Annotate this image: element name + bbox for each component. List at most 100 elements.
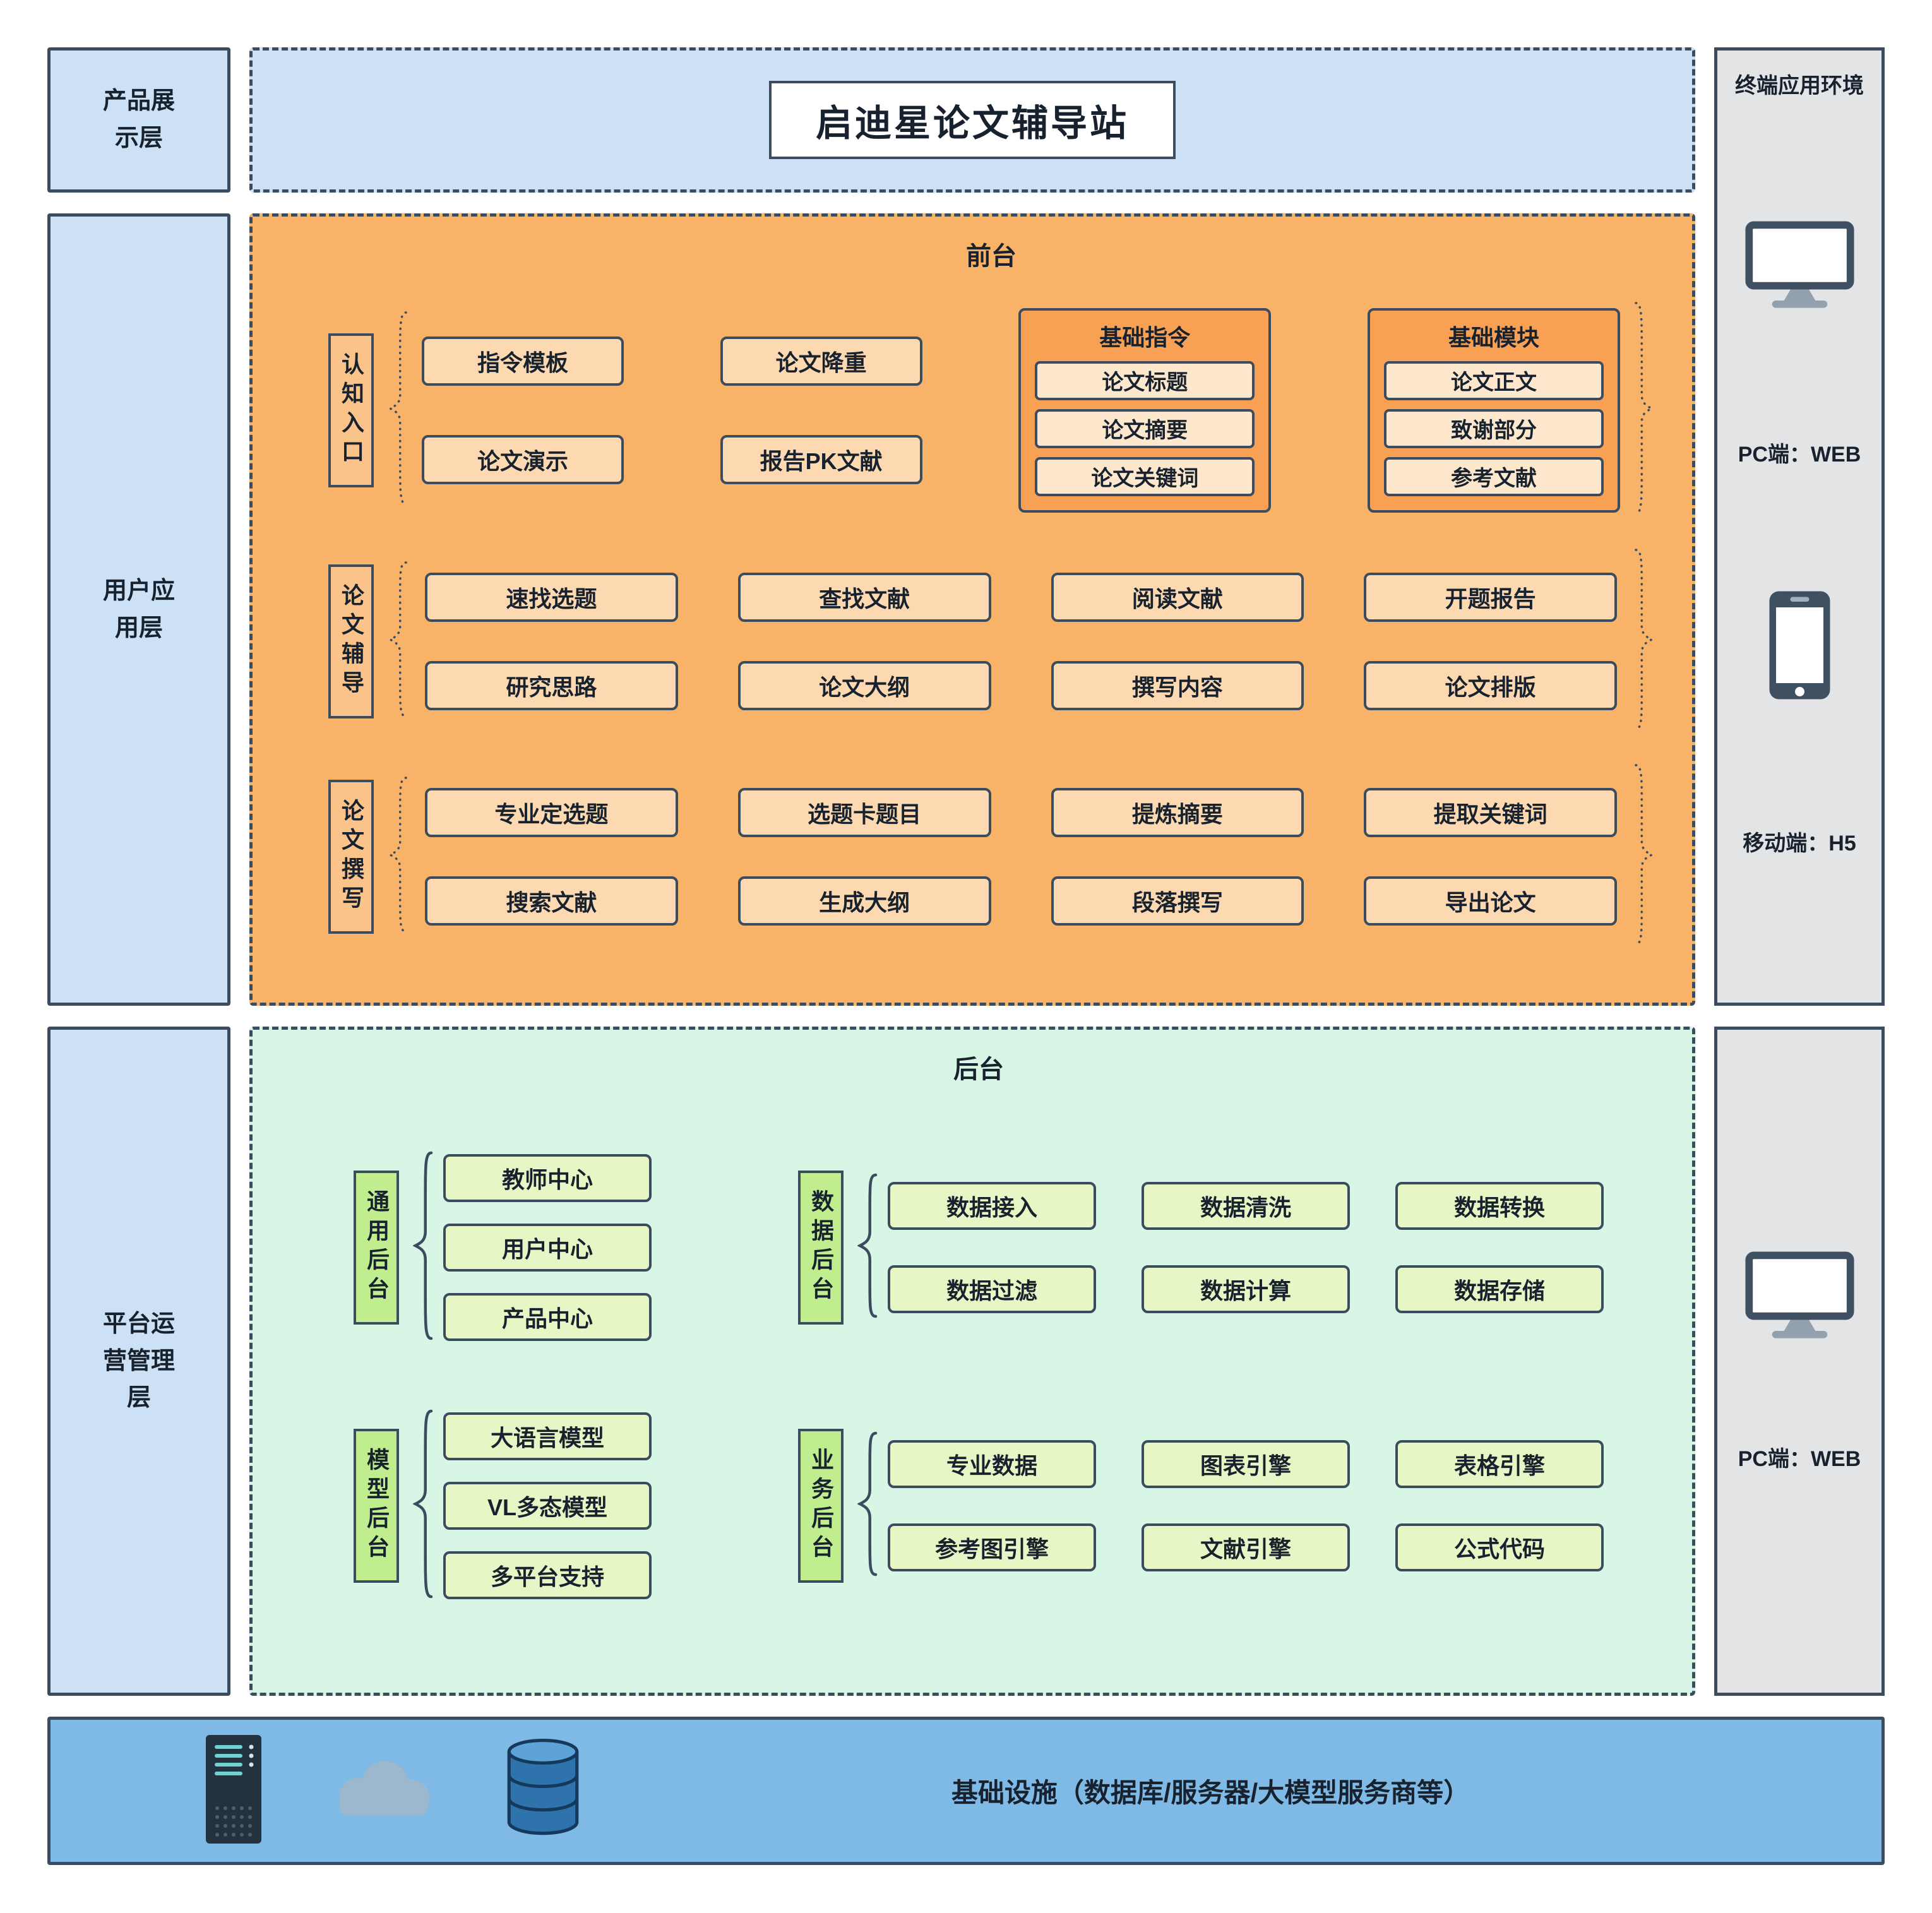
module-pill: 导出论文 [1364, 876, 1617, 926]
module-column: 论文降重 报告PK文献 [720, 336, 922, 484]
subbox-title: 基础指令 [1099, 324, 1191, 350]
subbox-basic-modules: 基础模块 论文正文 致谢部分 参考文献 [1367, 307, 1620, 513]
infrastructure-bar: 基础设施（数据库/服务器/大模型服务商等） [47, 1717, 1885, 1865]
infrastructure-icons [202, 1732, 584, 1849]
group-label: 论文撰写 [328, 779, 374, 934]
module-pill: 论文大纲 [737, 660, 991, 710]
module-pill: 论文演示 [422, 434, 624, 484]
module-pill: 数据转换 [1395, 1181, 1604, 1230]
module-pill: 数据接入 [888, 1181, 1096, 1230]
back-group-business: 业务后台 专业数据 图表引擎 表格引擎 参考图引擎 文献引擎 公式代码 [798, 1428, 1604, 1583]
module-pill: 论文排版 [1364, 660, 1617, 710]
module-pill: 致谢部分 [1383, 408, 1604, 448]
module-column: 指令模板 论文演示 [422, 336, 624, 484]
module-pill: 数据过滤 [888, 1265, 1096, 1313]
back-group-model: 模型后台 大语言模型 VL多态模型 多平台支持 [354, 1409, 652, 1602]
module-pill: 用户中心 [443, 1223, 652, 1272]
cloud-icon [325, 1753, 442, 1829]
brace-right-icon [1633, 548, 1654, 734]
module-pill: 提炼摘要 [1051, 787, 1304, 837]
front-group-entry-items: 指令模板 论文演示 论文降重 报告PK文献 基础指令 论文标题 论文摘要 论文关… [422, 307, 1620, 513]
module-pill: 参考图引擎 [888, 1523, 1096, 1571]
database-icon [502, 1739, 584, 1843]
subbox-title: 基础模块 [1448, 324, 1539, 350]
terminal-environment-title: 终端应用环境 [1735, 74, 1864, 98]
module-pill: 生成大纲 [737, 876, 991, 926]
module-pill: 数据清洗 [1142, 1181, 1350, 1230]
monitor-icon [1744, 1250, 1855, 1347]
module-pill: 文献引擎 [1142, 1523, 1350, 1571]
module-pill: 论文正文 [1383, 361, 1604, 400]
layer-label: 用户应用层 [102, 577, 175, 641]
group-label: 模型后台 [354, 1428, 399, 1583]
mobile-h5-label: 移动端：H5 [1743, 831, 1856, 855]
front-stage-title: 前台 [966, 242, 1017, 270]
module-pill: 大语言模型 [443, 1412, 652, 1460]
group-label: 数据后台 [798, 1170, 844, 1325]
front-group-tutoring: 论文辅导 速找选题 查找文献 阅读文献 开题报告 研究思路 论文大纲 撰写内容 … [328, 548, 1654, 734]
monitor-icon [1744, 220, 1855, 316]
back-group-business-items: 专业数据 图表引擎 表格引擎 参考图引擎 文献引擎 公式代码 [888, 1439, 1604, 1571]
back-stage-title: 后台 [953, 1056, 1004, 1083]
brace-left-icon [412, 1151, 434, 1344]
brace-left-icon [412, 1409, 434, 1602]
back-group-model-items: 大语言模型 VL多态模型 多平台支持 [443, 1412, 652, 1599]
brace-right-icon [1633, 763, 1654, 950]
module-pill: 论文关键词 [1035, 456, 1255, 496]
front-group-writing: 论文撰写 专业定选题 选题卡题目 提炼摘要 提取关键词 搜索文献 生成大纲 段落… [328, 763, 1654, 950]
layer-platform-ops: 平台运营管理层 [47, 1027, 230, 1696]
module-pill: 报告PK文献 [720, 434, 922, 484]
back-group-data: 数据后台 数据接入 数据清洗 数据转换 数据过滤 数据计算 数据存储 [798, 1170, 1604, 1325]
brace-left-icon [388, 776, 409, 937]
subbox-basic-commands: 基础指令 论文标题 论文摘要 论文关键词 [1018, 307, 1272, 513]
front-groups: 认知入口 指令模板 论文演示 论文降重 报告PK文献 基础指令 论文标题 论文摘… [328, 272, 1654, 979]
pc-web-label: PC端：WEB [1738, 1447, 1861, 1471]
front-group-tutoring-items: 速找选题 查找文献 阅读文献 开题报告 研究思路 论文大纲 撰写内容 论文排版 [425, 572, 1617, 710]
module-pill: 研究思路 [425, 660, 678, 710]
module-pill: 搜索文献 [425, 876, 678, 926]
module-pill: 参考文献 [1383, 456, 1604, 496]
module-pill: 专业数据 [888, 1439, 1096, 1488]
server-icon [202, 1732, 265, 1849]
module-pill: 查找文献 [737, 572, 991, 622]
back-group-general-items: 教师中心 用户中心 产品中心 [443, 1153, 652, 1341]
brace-left-icon [857, 1431, 879, 1580]
smartphone-icon [1767, 588, 1833, 705]
pc-web-label: PC端：WEB [1738, 443, 1861, 467]
front-group-entry: 认知入口 指令模板 论文演示 论文降重 报告PK文献 基础指令 论文标题 论文摘… [328, 301, 1654, 519]
module-pill: 开题报告 [1364, 572, 1617, 622]
ops-terminal-panel: PC端：WEB [1714, 1027, 1885, 1696]
infrastructure-label: 基础设施（数据库/服务器/大模型服务商等） [951, 1778, 1470, 1808]
module-pill: 论文降重 [720, 336, 922, 386]
layer-label: 平台运营管理层 [102, 1310, 175, 1412]
front-group-writing-items: 专业定选题 选题卡题目 提炼摘要 提取关键词 搜索文献 生成大纲 段落撰写 导出… [425, 787, 1617, 926]
back-rows: 通用后台 教师中心 用户中心 产品中心 数据后台 数据接入 数据清洗 数据转换 [354, 1085, 1604, 1667]
group-label: 业务后台 [798, 1428, 844, 1583]
module-pill: 指令模板 [422, 336, 624, 386]
brace-left-icon [388, 311, 409, 510]
back-group-data-items: 数据接入 数据清洗 数据转换 数据过滤 数据计算 数据存储 [888, 1181, 1604, 1313]
module-pill: 教师中心 [443, 1153, 652, 1202]
back-row-2: 模型后台 大语言模型 VL多态模型 多平台支持 业务后台 专业数据 图表引擎 表… [354, 1409, 1604, 1602]
layer-label: 产品展示层 [102, 88, 175, 152]
front-stage: 前台 认知入口 指令模板 论文演示 论文降重 报告PK文献 基础指令 [249, 213, 1695, 1006]
module-pill: 图表引擎 [1142, 1439, 1350, 1488]
terminal-items: PC端：WEB 移动端：H5 [1724, 99, 1875, 977]
product-title-band: 启迪星论文辅导站 [249, 47, 1695, 193]
module-pill: 专业定选题 [425, 787, 678, 837]
module-pill: 撰写内容 [1051, 660, 1304, 710]
layer-product-display: 产品展示层 [47, 47, 230, 193]
module-pill: 论文摘要 [1035, 408, 1255, 448]
module-pill: 段落撰写 [1051, 876, 1304, 926]
module-pill: 速找选题 [425, 572, 678, 622]
module-pill: 论文标题 [1035, 361, 1255, 400]
module-pill: 公式代码 [1395, 1523, 1604, 1571]
module-pill: 数据存储 [1395, 1265, 1604, 1313]
terminal-environment-panel: 终端应用环境 PC端：WEB 移动端：H5 [1714, 47, 1885, 1006]
group-label: 论文辅导 [328, 564, 374, 718]
module-pill: 多平台支持 [443, 1551, 652, 1599]
module-pill: 提取关键词 [1364, 787, 1617, 837]
brace-left-icon [388, 561, 409, 722]
back-stage: 后台 通用后台 教师中心 用户中心 产品中心 数据后台 数据接入 [249, 1027, 1695, 1696]
